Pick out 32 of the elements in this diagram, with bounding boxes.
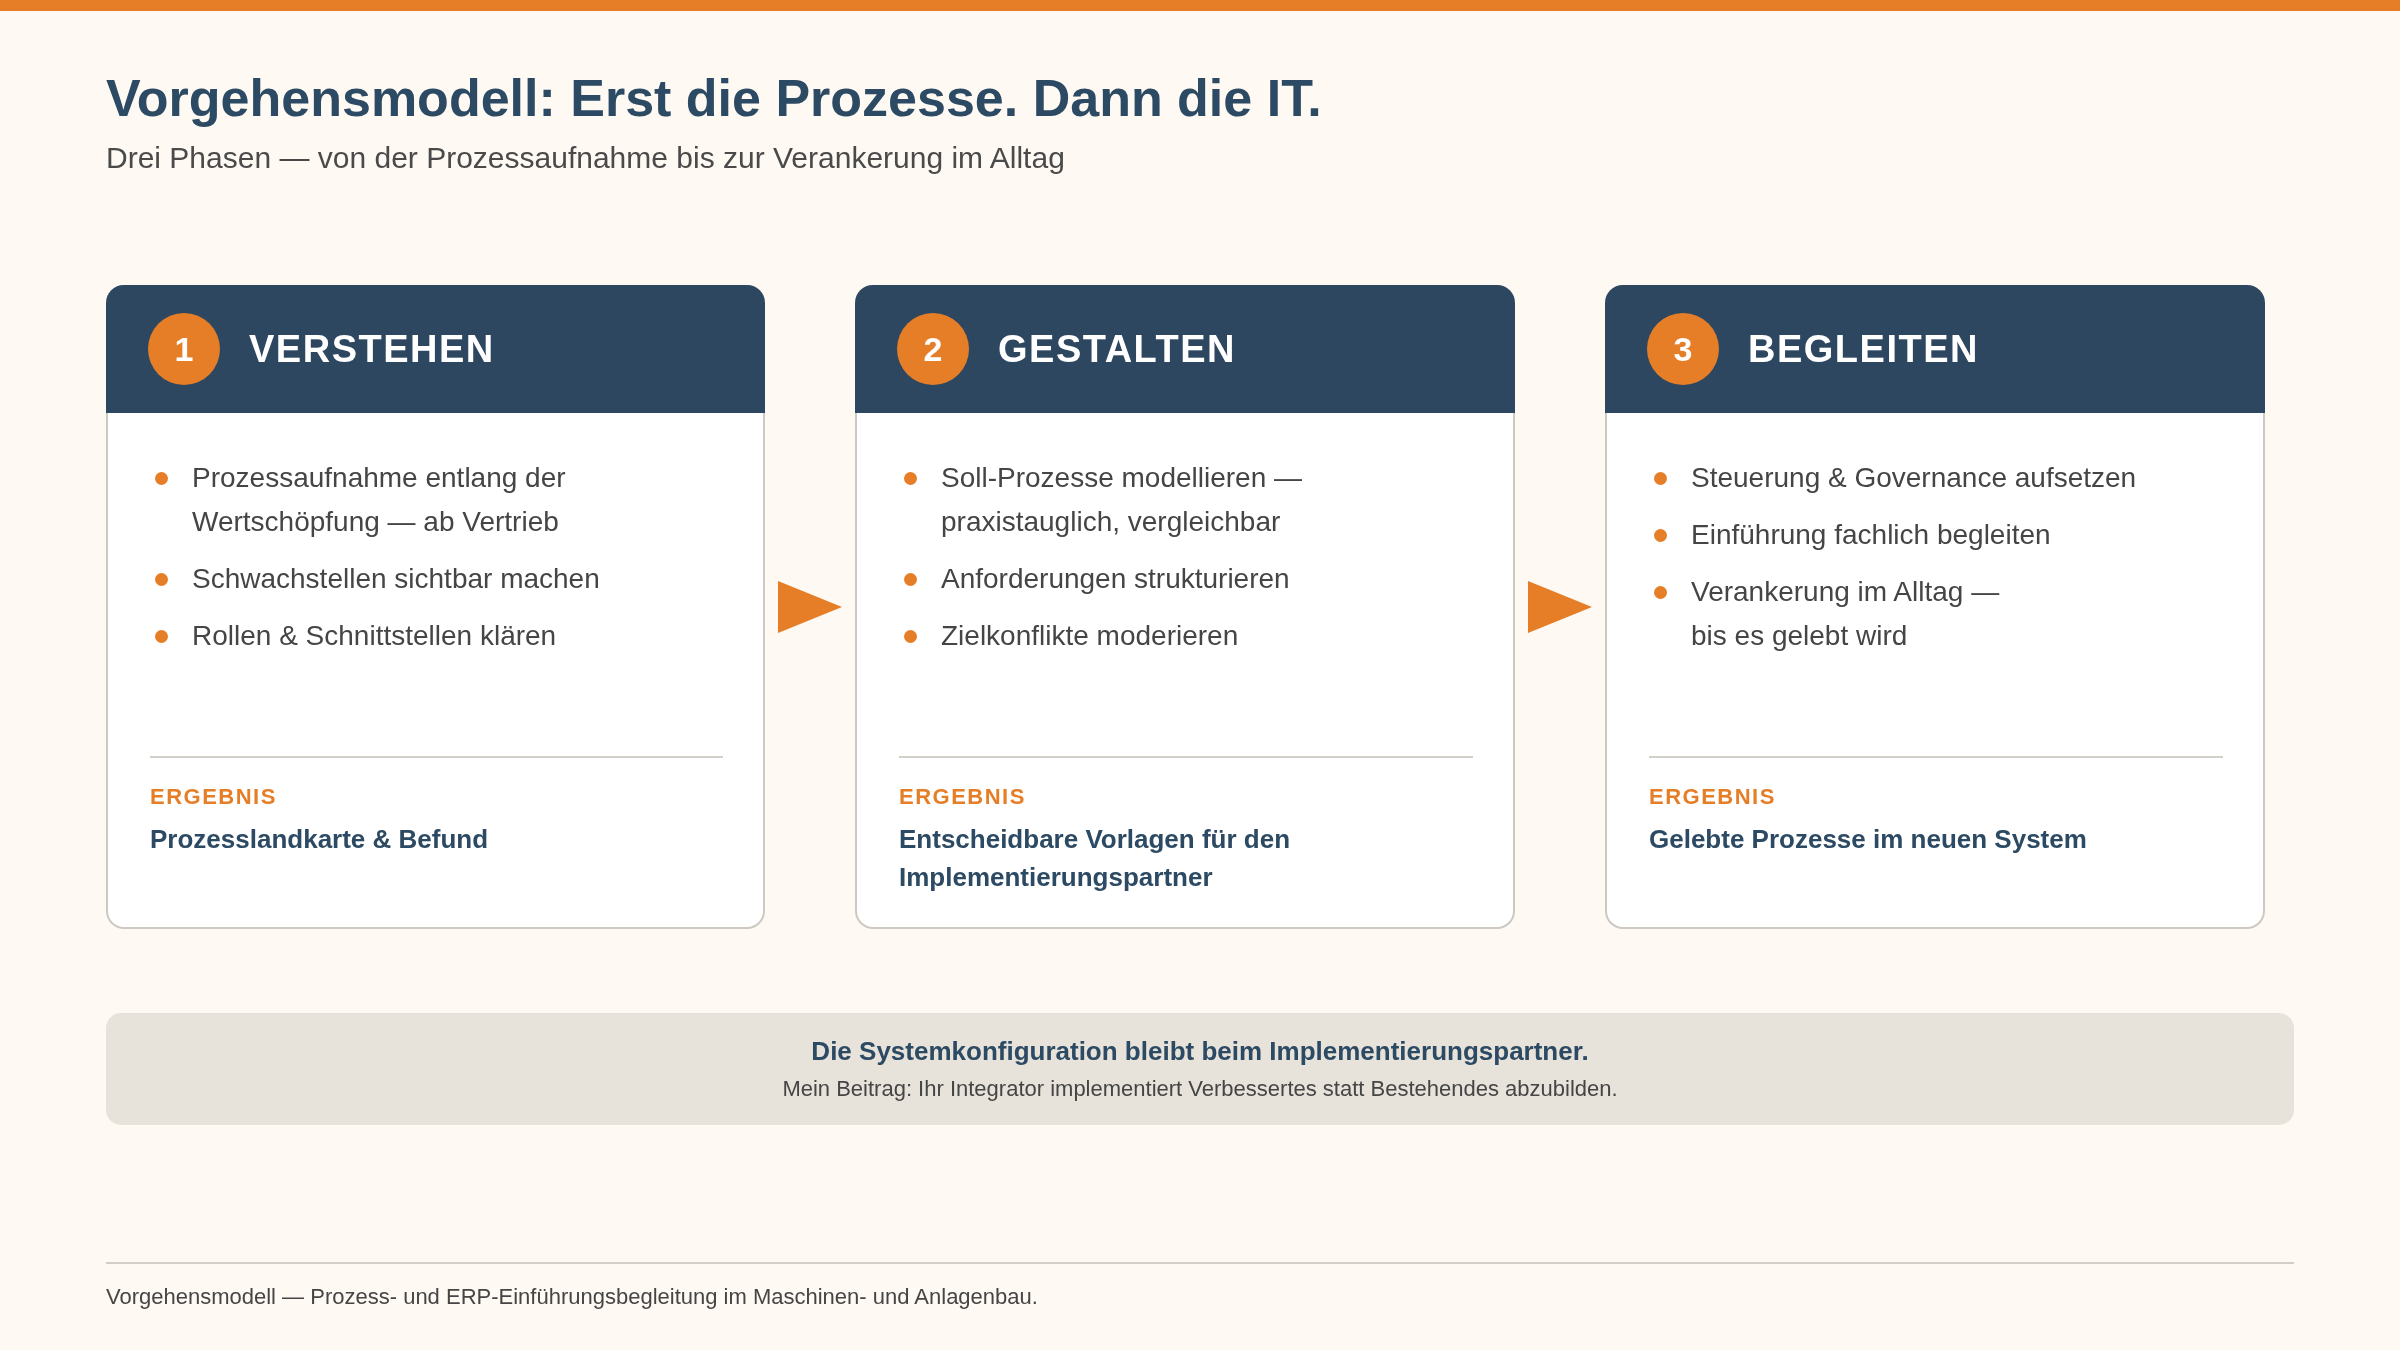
bullet-text: Einführung fachlich begleiten <box>1691 518 2051 552</box>
bullet-text: Verankerung im Alltag — bis es gelebt wird <box>1691 575 2001 653</box>
step-number: 3 <box>1647 313 1719 385</box>
bullet-text: Steuerung & Governance aufsetzen <box>1691 461 2137 495</box>
arrow <box>1528 581 1592 633</box>
result-label: ERGEBNIS <box>1649 783 1776 811</box>
bullet-text: Prozessaufnahme entlang der Wertschöpfung — ab Vertrieb <box>192 461 567 539</box>
result-label: ERGEBNIS <box>150 783 277 811</box>
result-text: Prozesslandkarte & Befund <box>150 823 489 856</box>
footer-text: Vorgehensmodell — Prozess- und ERP-Einführungsbegleitung im Maschinen- und Anlagenbau. <box>106 1283 1038 1311</box>
result-text: Entscheidbare Vorlagen für den Implementierungspartner <box>899 823 1292 894</box>
result-text: Gelebte Prozesse im neuen System <box>1649 823 2087 856</box>
phase-heading: VERSTEHEN <box>249 327 495 371</box>
bullet-text: Soll-Prozesse modellieren — praxistauglich, vergleichbar <box>941 461 1304 539</box>
bullet-text: Zielkonflikte moderieren <box>941 619 1239 653</box>
bullet-text: Rollen & Schnittstellen klären <box>192 619 557 653</box>
note-text: Mein Beitrag: Ihr Integrator implementiert Verbessertes statt Bestehendes abzubilden. <box>782 1075 1618 1103</box>
note-headline: Die Systemkonfiguration bleibt beim Implementierungspartner. <box>811 1035 1589 1068</box>
step-number: 2 <box>897 313 969 385</box>
arrow <box>778 581 842 633</box>
phase-heading: GESTALTEN <box>998 327 1236 371</box>
bullet-text: Anforderungen strukturieren <box>941 562 1290 596</box>
bullet-text: Schwachstellen sichtbar machen <box>192 562 600 596</box>
page-title: Vorgehensmodell: Erst die Prozesse. Dann die IT. <box>106 68 1322 128</box>
phase-heading: BEGLEITEN <box>1748 327 1979 371</box>
phase-card <box>106 285 765 929</box>
subtitle: Drei Phasen — von der Prozessaufnahme bis zur Verankerung im Alltag <box>106 140 1065 176</box>
phase-card <box>1605 285 2265 929</box>
phase-card <box>855 285 1515 929</box>
result-label: ERGEBNIS <box>899 783 1026 811</box>
step-number: 1 <box>148 313 220 385</box>
note-banner <box>106 1013 2294 1125</box>
